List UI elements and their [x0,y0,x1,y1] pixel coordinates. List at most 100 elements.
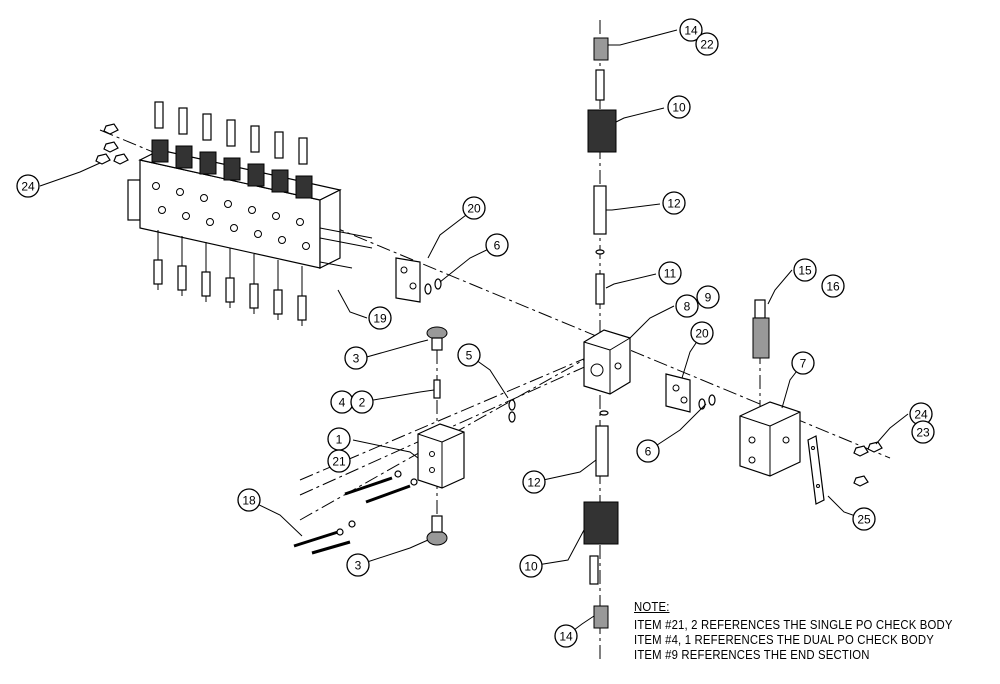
callout-25: 25 [852,507,876,531]
stack-section-part [153,259,163,285]
stack-section-part [176,188,184,196]
stack-section-part [154,101,164,129]
callout-label: 8 [684,300,691,314]
callout-5: 5 [457,343,481,367]
note-line-2: ITEM #4, 1 REFERENCES THE DUAL PO CHECK … [634,632,934,647]
callout-23: 23 [911,420,935,444]
stack-section-part [223,157,241,181]
note-line-3: ITEM #9 REFERENCES THE END SECTION [634,647,870,662]
stack-section-part [225,277,235,303]
callout-18: 18 [237,488,261,512]
callout-label: 6 [645,445,652,459]
bracket-plate [807,435,825,505]
stack-section-part [177,265,187,291]
callout-label: 12 [527,476,541,490]
stack-section-part [200,194,208,202]
stack-section-part [247,163,265,187]
stack-section-part [274,131,284,159]
center-body [583,329,631,395]
callout-label: 6 [494,239,501,253]
callout-label: 4 [339,396,346,410]
callout-21: 21 [327,449,351,473]
stack-section-part [271,169,289,193]
callout-19: 19 [368,306,392,330]
gasket-plate-right [665,373,716,413]
callout-label: 20 [695,327,709,341]
end-block [739,401,801,477]
callout-label: 14 [559,630,573,644]
stack-section-part [178,107,188,135]
stack-section-part [273,289,283,315]
callout-label: 3 [355,559,362,573]
callout-1: 1 [327,427,351,451]
callout-8: 8 [675,294,699,318]
callout-label: 3 [353,352,360,366]
stack-section-part [302,242,310,250]
stack-section-part [295,175,313,199]
callout-label: 1 [336,433,343,447]
stack-section-part [296,218,304,226]
stack-section-part [175,145,193,169]
callout-10: 10 [667,95,691,119]
callout-11: 11 [658,261,682,285]
stack-section-part [297,295,307,321]
callout-label: 20 [467,202,481,216]
callout-3: 3 [344,346,368,370]
callout-15: 15 [793,258,817,282]
stack-section-part [206,218,214,226]
callout-label: 24 [21,180,35,194]
check-body-group [417,326,516,546]
callout-label: 23 [916,426,930,440]
callout-label: 12 [667,197,681,211]
nuts-left [95,123,129,165]
stack-section-part [202,113,212,141]
valve-stack-assembly [127,101,373,326]
note-block: NOTE: ITEM #21, 2 REFERENCES THE SINGLE … [634,599,952,662]
gasket-plate-left [395,257,442,303]
callout-label: 22 [700,38,714,52]
stack-section-part [199,151,217,175]
callout-12: 12 [522,470,546,494]
note-title: NOTE: [634,599,670,614]
callout-6: 6 [485,233,509,257]
callout-label: 25 [857,513,871,527]
stack-section-part [278,236,286,244]
callout-label: 2 [359,396,366,410]
callout-label: 5 [466,349,473,363]
stack-section-part [224,200,232,208]
stack-section-part [272,212,280,220]
stack-section-part [248,206,256,214]
callout-label: 16 [826,280,840,294]
stack-section-part [201,271,211,297]
callout-2: 2 [350,390,374,414]
callout-label: 15 [798,264,812,278]
callout-label: 10 [672,101,686,115]
stack-section-part [298,137,308,165]
top-solenoid-group [587,37,617,305]
callout-label: 7 [800,357,807,371]
stack-section-part [226,119,236,147]
stack-section-part [152,182,160,190]
nuts-right [853,441,883,487]
callout-label: 14 [684,24,698,38]
stack-section-part [151,139,169,163]
callout-7: 7 [791,351,815,375]
callout-14: 14 [679,18,703,42]
callout-12: 12 [662,191,686,215]
callout-20: 20 [690,321,714,345]
callout-24: 24 [16,174,40,198]
callout-label: 18 [242,494,256,508]
callout-leaders [39,29,909,637]
callout-9: 9 [696,285,720,309]
callout-label: 21 [332,455,346,469]
cartridge-valve [752,299,770,359]
callout-label: 24 [914,408,928,422]
stack-section-part [250,125,260,153]
assembly-centerlines [99,20,891,660]
callout-14: 14 [554,624,578,648]
callout-22: 22 [695,32,719,56]
callout-20: 20 [462,196,486,220]
stack-section-part [182,212,190,220]
